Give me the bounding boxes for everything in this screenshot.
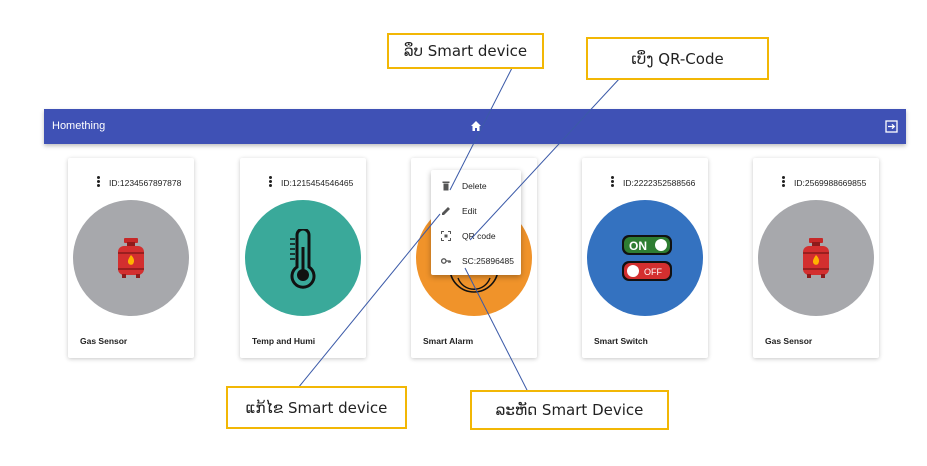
device-id: ID:2222352588566 — [623, 178, 696, 188]
alarm-icon — [449, 267, 499, 293]
menu-item-label: SC:25896485 — [462, 256, 514, 266]
menu-item-secret-code[interactable]: SC:25896485 — [431, 250, 521, 272]
qr-scan-icon — [441, 231, 451, 241]
switch-off-label: OFF — [644, 267, 662, 277]
device-name: Smart Alarm — [423, 336, 474, 346]
more-vert-icon[interactable] — [611, 176, 615, 187]
device-name: Smart Switch — [594, 336, 648, 346]
device-name: Gas Sensor — [765, 336, 813, 346]
callout-delete: ລຶບ Smart device — [387, 33, 544, 69]
more-vert-icon[interactable] — [269, 176, 273, 187]
logout-icon[interactable] — [885, 120, 898, 133]
device-id: ID:1234567897878 — [109, 178, 182, 188]
pencil-icon — [442, 207, 450, 215]
device-icon-circle — [245, 200, 361, 316]
menu-item-qr-code[interactable]: QR code — [431, 225, 521, 247]
device-id: ID:1215454546465 — [281, 178, 354, 188]
device-card-gas-sensor-2[interactable]: ID:2569988669855 Gas Sensor — [753, 158, 879, 358]
menu-item-label: Delete — [462, 181, 487, 191]
device-id: ID:2569988669855 — [794, 178, 867, 188]
connector-qr — [469, 77, 621, 241]
callout-code: ລະຫັດ Smart Device — [470, 390, 669, 430]
device-icon-circle — [73, 200, 189, 316]
menu-item-label: Edit — [462, 206, 477, 216]
switch-icon: ON OFF — [622, 235, 672, 281]
callout-qr-code: ເບິ່ງ QR-Code — [586, 37, 769, 80]
home-icon[interactable] — [470, 120, 482, 132]
more-vert-icon[interactable] — [97, 176, 101, 187]
app-title: Homething — [52, 120, 106, 132]
switch-on-label: ON — [629, 239, 647, 253]
connector-edit — [297, 213, 441, 389]
app-bar: Homething — [44, 109, 906, 144]
device-context-menu: Delete Edit QR code SC:25896485 — [431, 170, 521, 275]
device-card-smart-switch[interactable]: ID:2222352588566 ON OFF Smart Switch — [582, 158, 708, 358]
device-name: Gas Sensor — [80, 336, 128, 346]
connector-code — [464, 267, 529, 393]
menu-item-edit[interactable]: Edit — [431, 200, 521, 222]
trash-icon — [442, 181, 450, 191]
device-card-temp-humi[interactable]: ID:1215454546465 Temp and Humi — [240, 158, 366, 358]
device-icon-circle: ON OFF — [587, 200, 703, 316]
thermometer-icon — [290, 229, 316, 289]
connector-delete — [449, 67, 513, 191]
menu-item-delete[interactable]: Delete — [431, 175, 521, 197]
callout-edit: ແກ້ໄຂ Smart device — [226, 386, 407, 429]
device-name: Temp and Humi — [252, 336, 316, 346]
gas-cylinder-icon — [803, 238, 829, 278]
menu-item-label: QR code — [462, 231, 496, 241]
device-card-gas-sensor[interactable]: ID:1234567897878 Gas Sensor — [68, 158, 194, 358]
gas-cylinder-icon — [118, 238, 144, 278]
key-icon — [441, 258, 451, 264]
device-icon-circle — [758, 200, 874, 316]
more-vert-icon[interactable] — [782, 176, 786, 187]
